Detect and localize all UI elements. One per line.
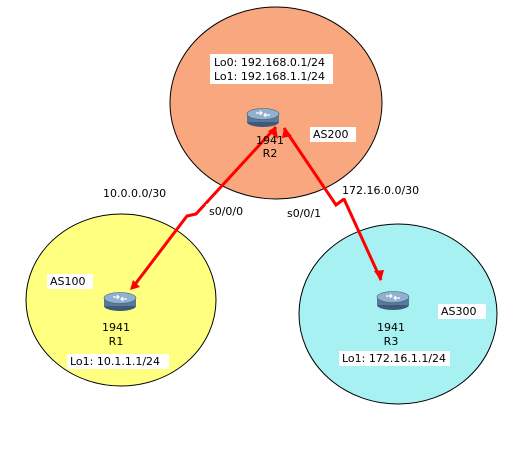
label-bg — [206, 204, 248, 219]
as200-label: AS200 — [313, 128, 349, 141]
link-r1-r2 — [130, 125, 278, 290]
label-bg — [100, 186, 164, 201]
link-r1-r2-network: 10.0.0.0/30 — [103, 187, 166, 200]
label-bg — [339, 183, 417, 198]
r3-model: 1941 — [377, 321, 405, 334]
r3-name: R3 — [384, 335, 399, 348]
label-bg — [210, 54, 333, 84]
r2-model: 1941 — [256, 134, 284, 147]
r3-loopback-1: Lo1: 172.16.1.1/24 — [342, 352, 446, 365]
router-icon[interactable] — [246, 108, 280, 128]
link-end-marker — [374, 270, 384, 281]
link-r2-r3-interface: s0/0/1 — [287, 207, 321, 220]
label-bg — [284, 206, 326, 221]
router-icon[interactable] — [103, 292, 137, 312]
link-r2-r3 — [282, 127, 384, 281]
link-end-marker — [282, 128, 292, 138]
label-bg — [438, 304, 486, 319]
r1-name: R1 — [109, 335, 124, 348]
r2-loopback-0: Lo0: 192.168.0.1/24 — [214, 56, 325, 69]
r2-name: R2 — [263, 147, 278, 160]
link-r1-r2-interface: s0/0/0 — [209, 205, 243, 218]
link-end-marker — [268, 127, 278, 139]
r2-loopback-1: Lo1: 192.168.1.1/24 — [214, 70, 325, 83]
link-end-marker — [130, 280, 140, 290]
as200-area — [169, 6, 383, 200]
label-bg — [67, 354, 169, 369]
label-bg — [310, 127, 356, 142]
label-bg — [339, 351, 450, 366]
r1-model: 1941 — [102, 321, 130, 334]
router-icon[interactable] — [376, 291, 410, 311]
label-bg — [47, 274, 93, 289]
as100-label: AS100 — [50, 275, 86, 288]
as300-label: AS300 — [441, 305, 477, 318]
link-r2-r3-network: 172.16.0.0/30 — [342, 184, 419, 197]
r1-loopback-1: Lo1: 10.1.1.1/24 — [70, 355, 160, 368]
